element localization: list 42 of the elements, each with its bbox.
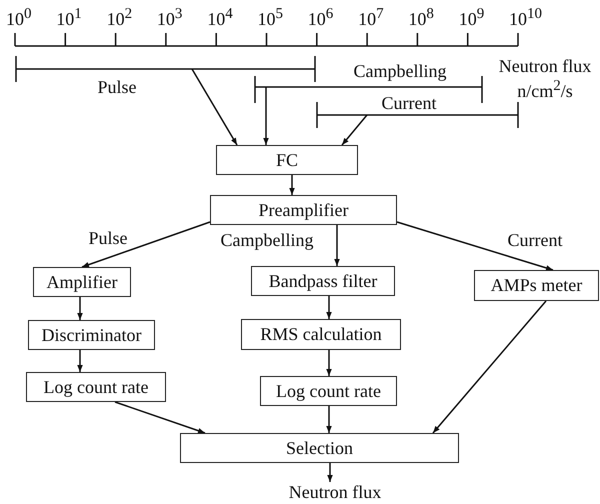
process-box: Discriminator	[28, 320, 155, 350]
tick-label: 10$^{6}$	[308, 6, 334, 30]
process-box: Amplifier	[33, 267, 131, 297]
arrow	[114, 401, 206, 434]
tick-label: 10$^{0}$	[6, 6, 32, 30]
process-box: Bandpass filter	[251, 266, 395, 296]
process-box: Log count rate	[26, 372, 166, 402]
process-box: RMS calculation	[241, 319, 401, 350]
arrow	[289, 175, 295, 195]
arrow	[326, 350, 332, 376]
tick-label: 10$^{7}$	[358, 6, 384, 30]
process-box: Selection	[180, 433, 459, 463]
process-box: Preamplifier	[210, 195, 397, 225]
arrow	[396, 221, 554, 271]
range-label: Pulse	[98, 78, 136, 98]
tick-label: 10$^{5}$	[258, 6, 283, 30]
axis-title: Neutron flux n/cm$^{2}$/s	[498, 56, 592, 101]
arrow	[77, 297, 83, 320]
edge-label: Campbelling	[220, 231, 314, 251]
tick-label: 10$^{3}$	[156, 6, 182, 30]
arrow	[432, 300, 547, 434]
tick-label: 10$^{8}$	[408, 6, 434, 30]
arrow	[327, 463, 333, 482]
arrow	[263, 87, 269, 145]
arrow	[334, 225, 340, 266]
arrow	[341, 114, 368, 146]
range-label: Campbelling	[354, 62, 446, 82]
tick-label: 10$^{1}$	[56, 6, 82, 30]
arrow	[326, 406, 332, 433]
process-box: FC	[216, 145, 358, 175]
arrow	[77, 350, 83, 372]
tick-label: 10$^{9}$	[458, 6, 484, 30]
tick-label: 10$^{4}$	[207, 6, 233, 30]
output-label: Neutron flux	[285, 482, 385, 504]
process-box: AMPs meter	[474, 270, 599, 301]
tick-label: 10$^{10}$	[509, 6, 542, 30]
arrow	[82, 221, 210, 268]
process-box: Log count rate	[260, 376, 397, 406]
arrow	[326, 296, 332, 319]
arrow	[191, 68, 238, 146]
tick-label: 10$^{2}$	[106, 6, 132, 30]
range-label: Current	[382, 94, 436, 114]
